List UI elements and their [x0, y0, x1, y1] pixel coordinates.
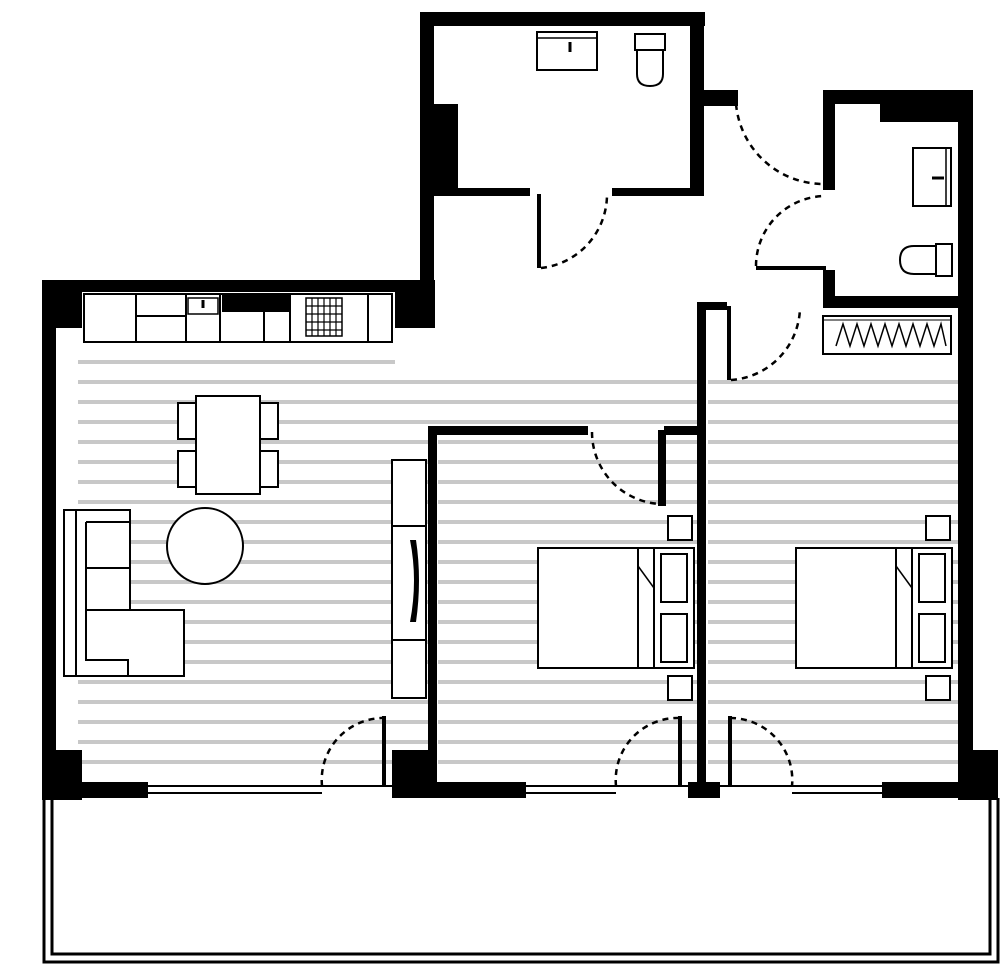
- bedroom-2-door: [727, 306, 802, 382]
- bedroom-2-bed: [795, 515, 953, 701]
- entrance-door: [734, 103, 828, 186]
- living-room-floor: [78, 360, 700, 764]
- round-table: [166, 507, 244, 585]
- balcony-door-bedroom-2: [728, 716, 794, 787]
- washbasin-icon: [912, 147, 952, 207]
- balcony-door-bedroom-1: [614, 716, 682, 787]
- bathroom-2-door: [754, 194, 827, 270]
- tv-unit: [391, 459, 427, 699]
- washbasin-icon: [536, 31, 598, 71]
- windows: [148, 785, 882, 794]
- bedroom-1-bed: [537, 515, 695, 701]
- bathroom-1: [536, 31, 666, 88]
- kitchen-counter: [83, 293, 393, 343]
- exterior-walls: [42, 12, 998, 800]
- bathroom-1-door: [537, 193, 609, 270]
- bedroom-1-door: [590, 431, 661, 506]
- wardrobe-icon: [822, 315, 952, 355]
- bathroom-2: [898, 147, 953, 277]
- sofa: [63, 509, 185, 677]
- hob-icon: [305, 297, 343, 337]
- dining-table: [177, 395, 279, 495]
- toilet-icon: [898, 243, 953, 277]
- balcony-door-living: [320, 716, 386, 787]
- toilet-icon: [634, 33, 666, 88]
- balcony: [42, 798, 1000, 964]
